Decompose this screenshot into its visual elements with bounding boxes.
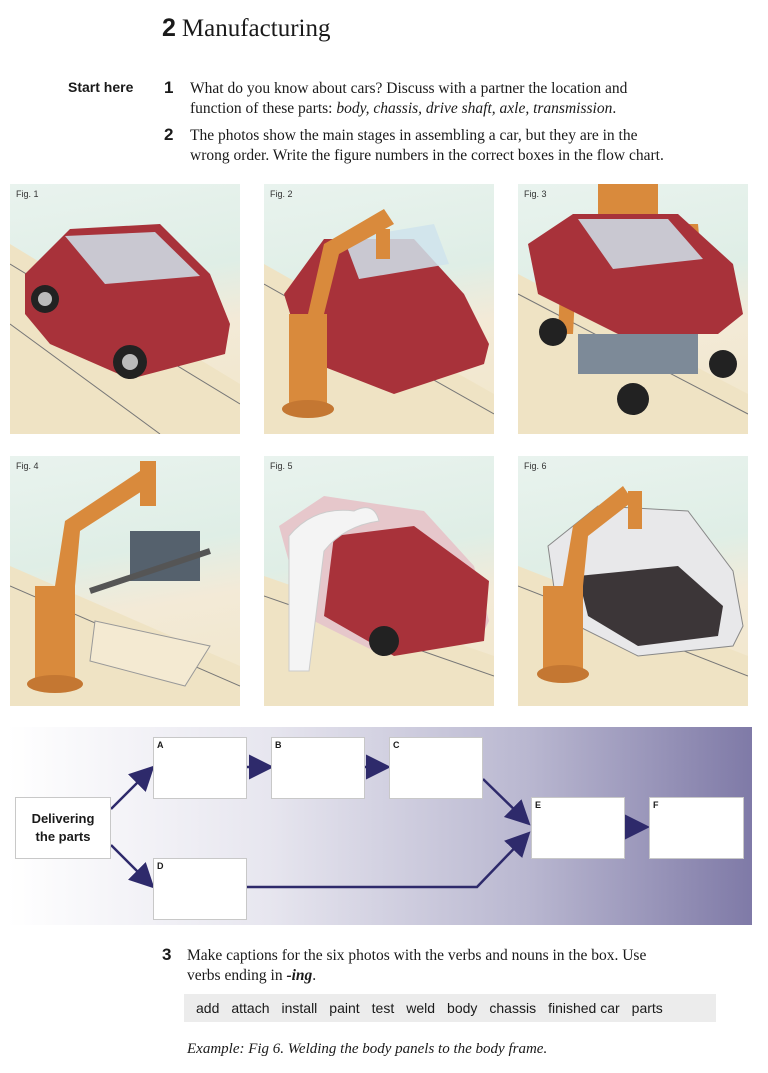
flow-box-e[interactable]: E: [531, 797, 625, 859]
flow-arrows: [110, 754, 650, 889]
word-item: install: [281, 1000, 318, 1016]
figure-1: Fig. 1: [10, 184, 240, 434]
install-windscreen-illustration: [264, 209, 494, 434]
word-item: add: [196, 1000, 220, 1016]
q3-ing-suffix: -ing: [286, 967, 313, 984]
q3-line2: verbs ending in -ing.: [187, 966, 747, 986]
q2-line2: wrong order. Write the figure numbers in…: [190, 147, 664, 164]
q1-text: What do you know about cars? Discuss wit…: [190, 79, 730, 119]
paint-body-illustration: [264, 496, 494, 706]
flow-chart: Delivering the parts A B C D E F: [7, 727, 752, 925]
flow-box-d-label: D: [157, 861, 164, 871]
q3-line1: Make captions for the six photos with th…: [187, 947, 647, 964]
q1-line2: function of these parts: body, chassis, …: [190, 99, 730, 119]
finished-car-illustration: [10, 224, 240, 434]
q1-number: 1: [164, 78, 174, 97]
q2-line1: The photos show the main stages in assem…: [190, 127, 638, 144]
q1-line2-suffix: .: [612, 100, 617, 117]
word-item: paint: [329, 1000, 360, 1016]
word-item: parts: [631, 1000, 663, 1016]
figure-3-label: Fig. 3: [524, 189, 547, 199]
flow-start-line1: Delivering: [31, 811, 95, 826]
flow-box-a-label: A: [157, 740, 164, 750]
word-box: add attach install paint test weld body …: [184, 994, 716, 1022]
start-here-label: Start here: [68, 79, 134, 95]
flow-start-line2: the parts: [35, 829, 91, 844]
q1-parts-list: body, chassis, drive shaft, axle, transm…: [336, 100, 613, 117]
figure-1-label: Fig. 1: [16, 189, 39, 199]
flow-box-c-label: C: [393, 740, 400, 750]
flow-box-b-label: B: [275, 740, 282, 750]
word-item: chassis: [489, 1000, 537, 1016]
attach-chassis-illustration: [518, 184, 748, 434]
example-caption: Example: Fig 6. Welding the body panels …: [187, 1041, 548, 1057]
flow-box-c[interactable]: C: [389, 737, 483, 799]
figure-5-label: Fig. 5: [270, 461, 293, 471]
figure-4-label: Fig. 4: [16, 461, 39, 471]
q3-line2-prefix: verbs ending in: [187, 967, 287, 984]
flow-box-f[interactable]: F: [649, 797, 744, 859]
figure-6: Fig. 6: [518, 456, 748, 706]
flow-box-d[interactable]: D: [153, 858, 247, 920]
q1-line2-prefix: function of these parts:: [190, 100, 337, 117]
flow-box-e-label: E: [535, 800, 542, 810]
figure-3: Fig. 3: [518, 184, 748, 434]
q1-line1: What do you know about cars? Discuss wit…: [190, 80, 628, 97]
q3-text: Make captions for the six photos with th…: [187, 946, 747, 986]
flow-box-b[interactable]: B: [271, 737, 365, 799]
q3-line2-suffix: .: [312, 967, 317, 984]
figure-2: Fig. 2: [264, 184, 494, 434]
weld-body-illustration: [518, 486, 748, 706]
word-item: attach: [231, 1000, 270, 1016]
q3-number: 3: [162, 945, 172, 964]
word-item: test: [371, 1000, 395, 1016]
word-item: body: [447, 1000, 478, 1016]
flow-start-label: Delivering the parts: [16, 810, 110, 846]
flow-box-a[interactable]: A: [153, 737, 247, 799]
unit-title: Manufacturing: [181, 15, 331, 42]
unit-number: 2: [162, 14, 176, 42]
figure-2-label: Fig. 2: [270, 189, 293, 199]
q2-text: The photos show the main stages in assem…: [190, 126, 750, 166]
q2-number: 2: [164, 125, 174, 144]
figure-5: Fig. 5: [264, 456, 494, 706]
figure-6-label: Fig. 6: [524, 461, 547, 471]
word-item: weld: [406, 1000, 436, 1016]
flow-start-box: Delivering the parts: [15, 797, 111, 859]
figure-4: Fig. 4: [10, 456, 240, 706]
word-item: finished car: [548, 1000, 620, 1016]
assemble-chassis-illustration: [10, 461, 240, 706]
flow-box-f-label: F: [653, 800, 659, 810]
